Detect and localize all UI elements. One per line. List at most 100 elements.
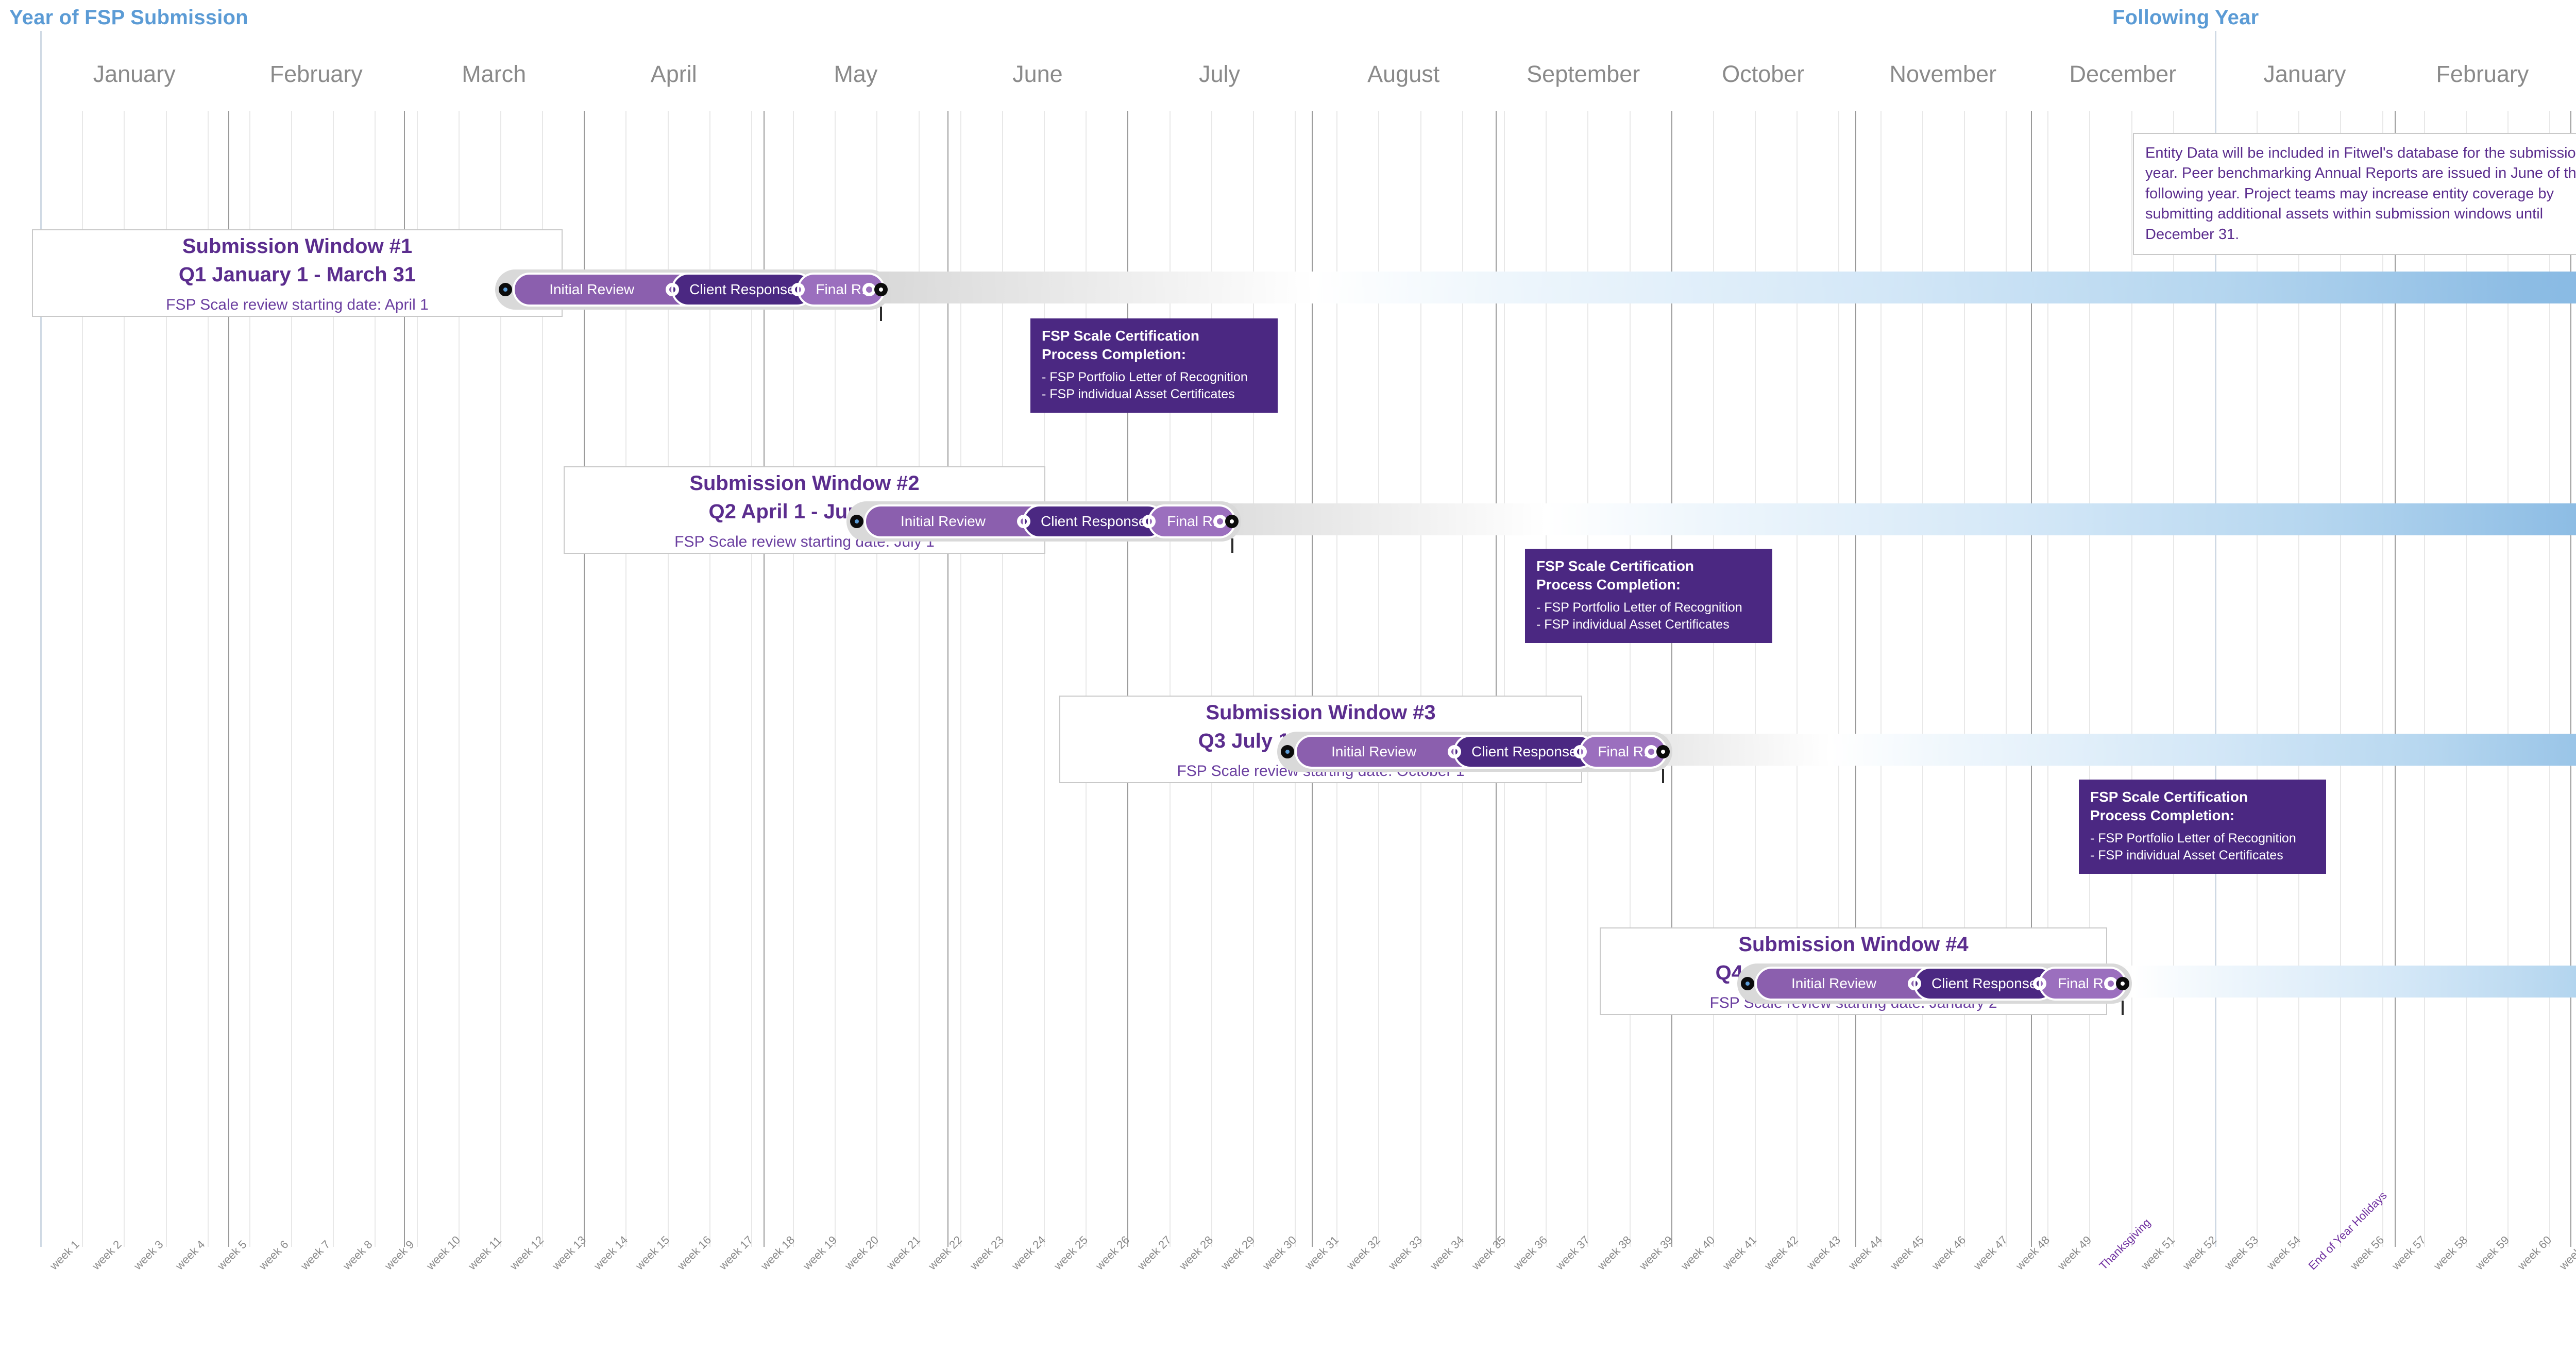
week-tick-week-52: week 52 [2180, 1233, 2219, 1273]
month-label-may: May [834, 61, 878, 87]
pill-end-knob-icon[interactable] [874, 283, 888, 296]
grid-line [667, 111, 669, 1247]
grid-line-month [228, 111, 230, 1247]
phase-initial-review-label: Initial Review [1791, 975, 1876, 991]
phase-end-ring-icon [1448, 745, 1462, 758]
grid-line [333, 111, 334, 1247]
callout-leader-line [2122, 1001, 2124, 1015]
week-tick-week-9: week 9 [382, 1238, 417, 1273]
grid-line-month [1671, 111, 1672, 1247]
grid-line-month [2570, 111, 2571, 1247]
grid-line [960, 111, 961, 1247]
window-box-1[interactable]: Submission Window #1 Q1 January 1 - Marc… [32, 229, 563, 317]
grid-line-month [584, 111, 585, 1247]
grid-line [1587, 111, 1589, 1247]
week-tick-week-27: week 27 [1134, 1233, 1174, 1273]
pill-start-knob-icon[interactable] [850, 515, 864, 528]
week-tick-week-2: week 2 [89, 1238, 124, 1273]
grid-line [1755, 111, 1756, 1247]
phase-final-review-label: Final R. [1598, 743, 1648, 759]
grid-line-month [1311, 111, 1313, 1247]
phase-initial-review-label: Initial Review [1331, 743, 1417, 759]
phase-client-response[interactable]: Client Response [671, 273, 814, 307]
month-label-january: January [93, 61, 176, 87]
phase-end-ring-icon [2033, 977, 2047, 990]
week-tick-week-44: week 44 [1845, 1233, 1885, 1273]
callout-window-3[interactable]: FSP Scale Certification Process Completi… [2079, 780, 2326, 874]
grid-line [2173, 111, 2174, 1247]
entity-data-note-box[interactable]: Entity Data will be included in Fitwel's… [2133, 133, 2576, 256]
phase-client-response-label: Client Response [1931, 975, 2038, 991]
week-tick-week-3: week 3 [131, 1238, 166, 1273]
week-tick-week-35: week 35 [1469, 1233, 1509, 1273]
phase-client-response[interactable]: Client Response [1453, 735, 1596, 769]
grid-line [1963, 111, 1965, 1247]
grid-line [835, 111, 836, 1247]
month-label-august: August [1367, 61, 1440, 87]
pill-start-knob-icon[interactable] [499, 283, 513, 296]
phase-client-response[interactable]: Client Response [1913, 967, 2056, 1001]
phase-final-review[interactable]: Final R. [1148, 504, 1236, 538]
phase-initial-review[interactable]: Initial Review [1755, 967, 1930, 1001]
grid-line [2257, 111, 2258, 1247]
week-tick-week-26: week 26 [1093, 1233, 1132, 1273]
year-header-following: Following Year [2112, 6, 2259, 29]
callout-window-2[interactable]: FSP Scale Certification Process Completi… [1525, 549, 1772, 643]
pill-end-knob-icon[interactable] [2116, 977, 2130, 990]
grid-line [1378, 111, 1380, 1247]
phase-initial-review[interactable]: Initial Review [513, 273, 689, 307]
phase-end-ring-icon [1142, 515, 1156, 528]
callout-title-line2: Process Completion: [1042, 346, 1187, 362]
grid-line [1713, 111, 1714, 1247]
grid-line [709, 111, 710, 1247]
phase-client-response-label: Client Response [689, 281, 795, 297]
month-label-september: September [1527, 61, 1640, 87]
month-label-march: March [462, 61, 527, 87]
grid-line [2424, 111, 2425, 1247]
window-title: Submission Window #4 [1738, 933, 1969, 956]
pill-start-knob-icon[interactable] [1281, 745, 1295, 758]
week-tick-week-54: week 54 [2264, 1233, 2303, 1273]
grid-line [1169, 111, 1171, 1247]
callout-item: - FSP individual Asset Certificates [1042, 387, 1235, 402]
callout-window-1[interactable]: FSP Scale Certification Process Completi… [1030, 318, 1278, 413]
phase-initial-review[interactable]: Initial Review [1295, 735, 1471, 769]
phase-final-review[interactable]: Final R. [796, 273, 885, 307]
pill-start-knob-icon[interactable] [1741, 977, 1755, 990]
grid-line-month [2394, 111, 2396, 1247]
grid-line [2549, 111, 2551, 1247]
grid-line [416, 111, 418, 1247]
phase-client-response[interactable]: Client Response [1022, 504, 1165, 538]
phase-client-response-label: Client Response [1471, 743, 1578, 759]
entity-data-note-text: Entity Data will be included in Fitwel's… [2145, 145, 2576, 243]
week-tick-week-6: week 6 [256, 1238, 291, 1273]
window-title: Submission Window #1 [182, 234, 413, 258]
month-label-july: July [1199, 61, 1241, 87]
month-label-april: April [650, 61, 697, 87]
grid-line-month [2030, 111, 2032, 1247]
grid-line-month [1855, 111, 1856, 1247]
grid-line [2131, 111, 2132, 1247]
pill-end-knob-icon[interactable] [1656, 745, 1670, 758]
pill-end-knob-icon[interactable] [1225, 515, 1239, 528]
month-label-november: November [1889, 61, 1997, 87]
grid-line [1044, 111, 1045, 1247]
week-tick-week-14: week 14 [591, 1233, 630, 1273]
callout-item: - FSP Portfolio Letter of Recognition [1042, 369, 1248, 384]
callout-title-line1: FSP Scale Certification [1536, 558, 1694, 574]
phase-initial-review[interactable]: Initial Review [864, 504, 1040, 538]
week-tick-week-23: week 23 [967, 1233, 1007, 1273]
phase-initial-review-label: Initial Review [901, 513, 986, 529]
callout-leader-line [1662, 769, 1664, 783]
week-tick-week-13: week 13 [549, 1233, 588, 1273]
phase-final-review[interactable]: Final R. [1579, 735, 1667, 769]
week-tick-week-22: week 22 [925, 1233, 965, 1273]
month-label-y2-march: March [2570, 61, 2576, 88]
week-tick-week-20: week 20 [842, 1233, 881, 1273]
grid-line [1252, 111, 1254, 1247]
phase-final-review[interactable]: Final R. [2039, 967, 2127, 1001]
gantt-pill-row-3[interactable]: Initial Review Client Response Final R. [1277, 732, 1672, 772]
